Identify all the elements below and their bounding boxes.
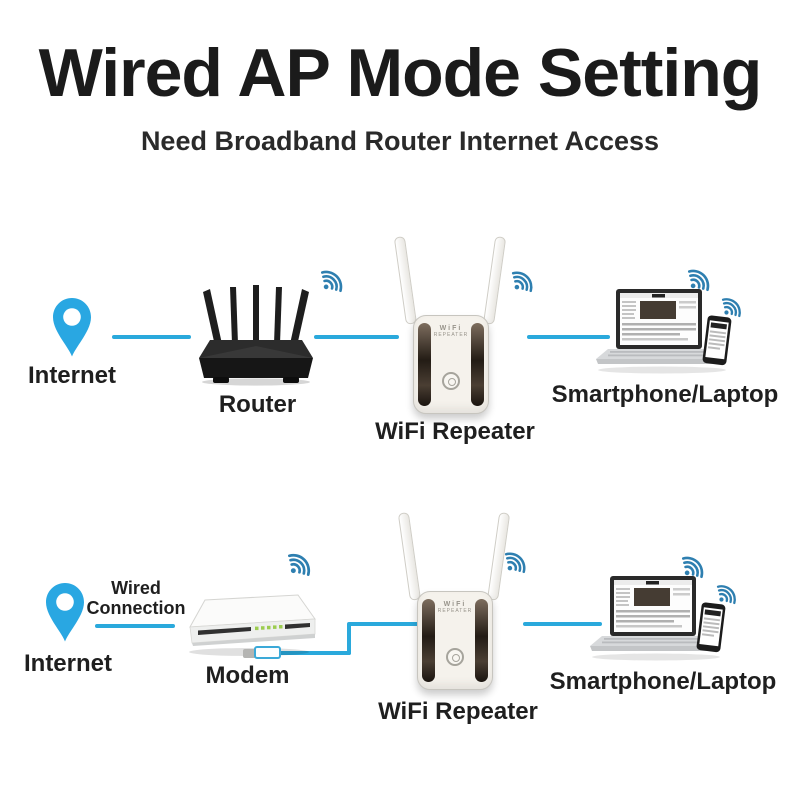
wifi-signal-icon-repeater-top xyxy=(511,271,533,293)
router-image xyxy=(199,285,313,386)
wifi-signal-icon-laptop-top xyxy=(687,269,710,292)
repeater-side-panel-left xyxy=(418,323,431,406)
router-label: Router xyxy=(218,391,297,418)
wifi-signal-icon-phone-bottom xyxy=(716,585,736,605)
wifi-repeater-device-bottom: WiFi REPEATER xyxy=(397,512,511,694)
modem-label: Modem xyxy=(205,662,290,689)
repeater-antenna-right xyxy=(483,236,507,325)
line-modem-cable-vertical xyxy=(347,623,351,655)
repeater-side-panel-right xyxy=(475,599,488,682)
repeater-side-panel-right xyxy=(471,323,484,406)
line-internet-to-modem xyxy=(95,624,175,628)
modem-image xyxy=(189,594,316,656)
repeater-antenna-left xyxy=(397,512,421,601)
wifi-repeater-label-bottom: WiFi Repeater xyxy=(378,698,538,725)
repeater-antenna-left xyxy=(393,236,417,325)
wifi-repeater-label-top: WiFi Repeater xyxy=(375,418,535,445)
wifi-repeater-device-top: WiFi REPEATER xyxy=(393,236,507,418)
repeater-wps-button xyxy=(442,372,460,390)
wifi-signal-icon-router xyxy=(320,270,343,293)
wired-connection-label: Wired Connection xyxy=(86,578,186,618)
repeater-print-text: WiFi REPEATER xyxy=(437,601,473,614)
ethernet-plug-icon xyxy=(254,646,281,659)
repeater-print-text: WiFi REPEATER xyxy=(433,325,469,338)
internet-pin-icon xyxy=(53,298,91,357)
page-subtitle: Need Broadband Router Internet Access xyxy=(140,126,660,156)
wifi-signal-icon-phone-top xyxy=(721,298,741,318)
repeater-body: WiFi REPEATER xyxy=(417,591,493,690)
page-title: Wired AP Mode Setting xyxy=(38,35,763,111)
line-modem-cable-horizontal xyxy=(279,651,351,655)
repeater-body: WiFi REPEATER xyxy=(413,315,489,414)
line-router-to-repeater xyxy=(314,335,399,339)
laptop-smartphone-image-top xyxy=(596,289,732,374)
client-label-bottom: Smartphone/Laptop xyxy=(549,668,777,695)
repeater-side-panel-left xyxy=(422,599,435,682)
line-repeater-to-laptop-bottom xyxy=(523,622,602,626)
internet-pin-icon-bottom xyxy=(46,583,84,642)
line-repeater-to-laptop xyxy=(527,335,610,339)
wifi-signal-icon-repeater-bottom xyxy=(504,552,526,574)
line-internet-to-router xyxy=(112,335,191,339)
repeater-wps-button xyxy=(446,648,464,666)
client-label-top: Smartphone/Laptop xyxy=(551,381,779,408)
wifi-signal-icon-modem xyxy=(287,553,311,577)
wifi-signal-icon-laptop-bottom xyxy=(681,556,704,579)
line-cable-to-repeater xyxy=(347,622,426,626)
laptop-smartphone-image-bottom xyxy=(590,576,726,661)
internet-label-top: Internet xyxy=(27,362,116,389)
internet-label-bottom: Internet xyxy=(23,650,112,677)
modem-port-stub xyxy=(243,649,256,658)
